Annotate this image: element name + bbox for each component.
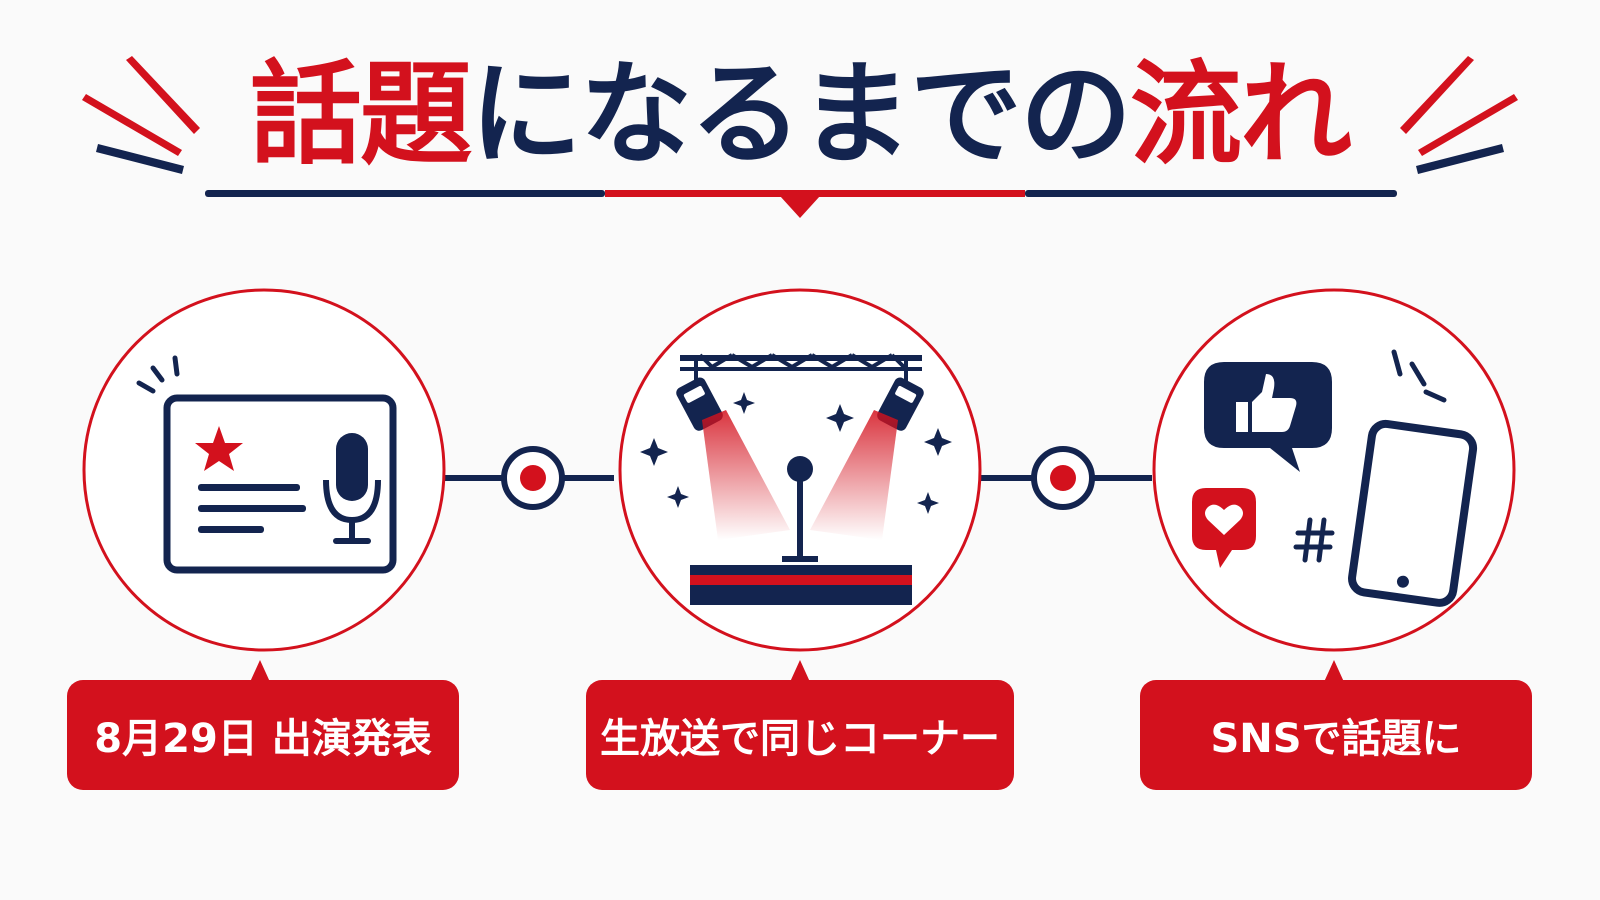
stage-spotlights-microphone-icon xyxy=(640,353,952,605)
step-label-3: SNSで話題に xyxy=(1140,680,1532,790)
title-part-3: 流れ xyxy=(1130,50,1352,180)
connector-1 xyxy=(438,446,614,510)
step-label-1-text: 8月29日 出演発表 xyxy=(94,716,432,762)
step-label-1: 8月29日 出演発表 xyxy=(67,680,459,790)
burst-left-icon xyxy=(82,56,200,174)
pointer-3 xyxy=(1324,660,1344,682)
step-circle-3 xyxy=(1152,288,1516,652)
announcement-card-microphone-icon xyxy=(136,355,397,574)
connector-2 xyxy=(980,446,1152,510)
title-part-1: 話題 xyxy=(250,50,472,180)
burst-right-icon xyxy=(1400,56,1518,174)
social-media-smartphone-icon xyxy=(1192,349,1478,607)
pointer-2 xyxy=(790,660,810,682)
pointer-1 xyxy=(250,660,270,682)
title-part-2: になるまでの xyxy=(470,50,1132,180)
step-circle-1 xyxy=(82,288,446,652)
step-label-2: 生放送で同じコーナー xyxy=(586,680,1014,790)
page-title: 話題になるまでの流れ xyxy=(0,48,1600,182)
title-underline xyxy=(205,190,1397,218)
step-label-2-text: 生放送で同じコーナー xyxy=(600,716,1000,762)
step-label-3-text: SNSで話題に xyxy=(1210,716,1462,762)
